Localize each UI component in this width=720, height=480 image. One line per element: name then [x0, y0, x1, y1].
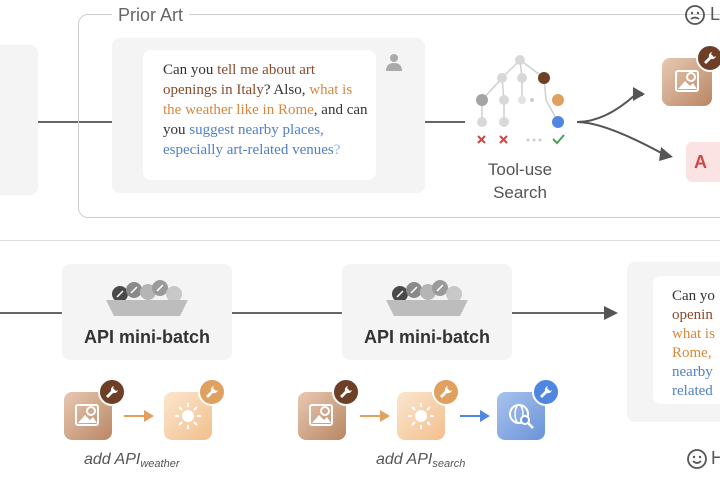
weather-sun-icon [173, 401, 203, 436]
bottom-corner-letter: H [711, 448, 720, 468]
image-search-icon [308, 402, 336, 435]
caption-main: add API [376, 451, 433, 468]
query-nearby-places: suggest nearby places, especially art-re… [163, 122, 334, 158]
prior-art-corner-letter: L [710, 4, 720, 24]
neutral-face-icon [684, 4, 706, 31]
result-line: Rome, [672, 345, 712, 361]
image-search-icon [674, 68, 702, 101]
arrow-icon [358, 409, 392, 428]
chat-bubble [143, 50, 376, 180]
query-weather: what is the weather like in Rome [163, 82, 353, 118]
caption-main: add API [84, 451, 141, 468]
partial-tile: A [686, 142, 720, 182]
api-mini-batch-label: API mini-batch [83, 327, 210, 347]
query-text: ? [333, 142, 341, 158]
tool-use-search-label: Tool-use Search [465, 158, 575, 204]
weather-sun-icon [406, 401, 436, 436]
connector-line [232, 312, 342, 314]
wrench-icon [198, 378, 226, 406]
query-text: , and can you [163, 102, 368, 138]
query-text: Can you [163, 62, 218, 78]
smile-face-icon [686, 448, 708, 475]
section-divider [0, 240, 720, 241]
tree-search-icon [470, 50, 570, 155]
api-mini-batch-label: API mini-batch [363, 327, 490, 347]
image-search-icon [74, 402, 102, 435]
caption-sub: search [432, 458, 466, 470]
stone-basket-icon [382, 272, 472, 321]
tool-label-line2: Search [493, 183, 547, 202]
caption-add-api-search: add APIsearch [376, 451, 465, 470]
caption-add-api-weather: add APIweather [84, 451, 179, 470]
input-panel-top [0, 45, 38, 195]
result-chat-bubble [653, 276, 720, 404]
arrow-icon [458, 409, 492, 428]
query-text: ? Also, [263, 82, 310, 98]
result-line: related [672, 383, 713, 399]
result-line: openin [672, 307, 713, 323]
result-line: nearby [672, 364, 713, 380]
prior-art-frame [78, 14, 720, 218]
connector-line [425, 121, 465, 123]
web-search-icon [506, 401, 536, 436]
wrench-icon [332, 378, 360, 406]
branch-arrows [575, 85, 685, 175]
result-line: Can yo [672, 288, 715, 304]
result-line: what is [672, 326, 715, 342]
connector-line [512, 312, 612, 314]
caption-sub: weather [140, 458, 180, 470]
tool-label-line1: Tool-use [487, 160, 553, 179]
user-query: Can you tell me about art openings in It… [163, 60, 368, 160]
wrench-icon [532, 378, 560, 406]
result-query: Can yo openin what is Rome, nearby relat… [672, 287, 720, 401]
arrow-icon [122, 409, 156, 428]
user-icon [384, 52, 404, 77]
prior-art-label: Prior Art [112, 5, 190, 26]
connector-line [0, 312, 62, 314]
connector-line [38, 121, 113, 123]
wrench-icon [432, 378, 460, 406]
query-art-openings: tell me about art openings in Italy [163, 62, 316, 98]
stone-basket-icon [102, 272, 192, 321]
wrench-icon [98, 378, 126, 406]
arrow-head [604, 305, 620, 326]
wrench-icon [696, 44, 720, 72]
